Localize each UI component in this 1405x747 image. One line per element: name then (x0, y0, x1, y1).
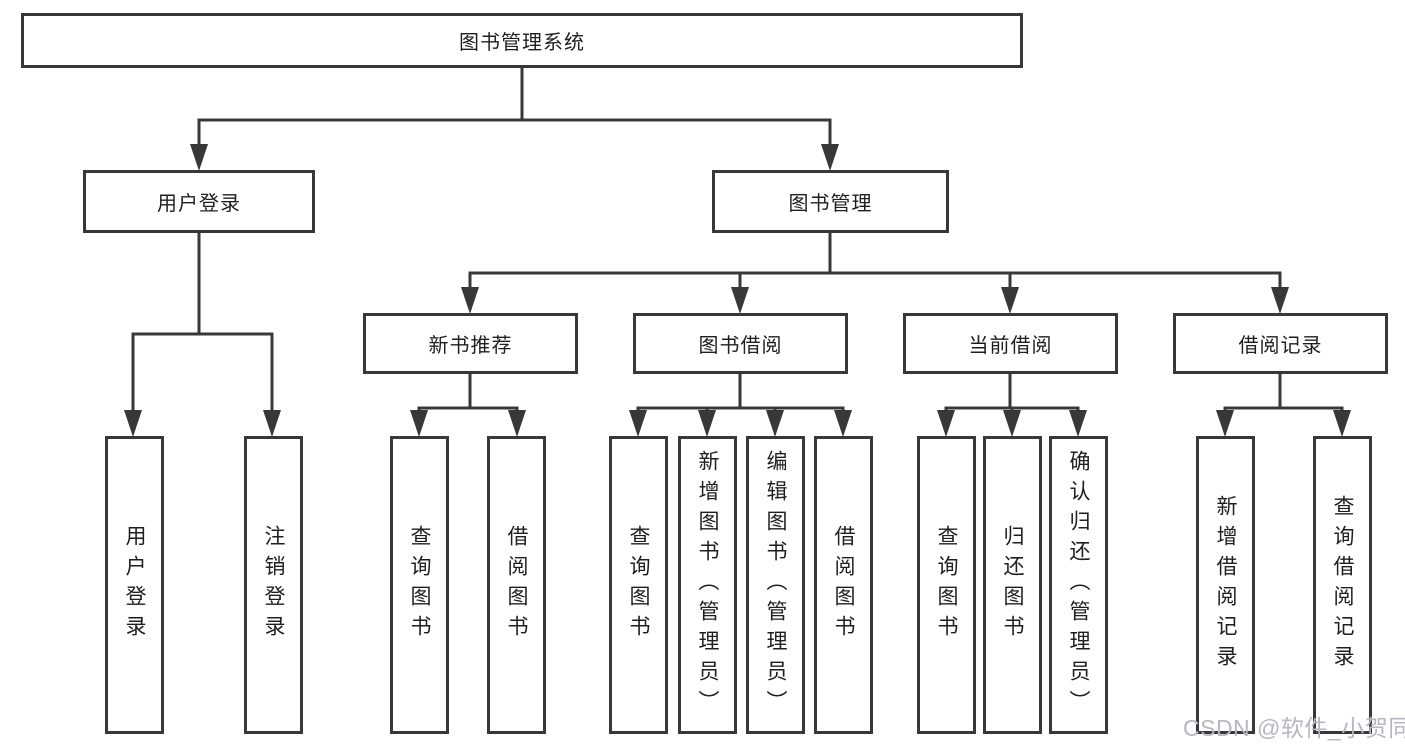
leaf-current-query-book: 查询图书 (917, 436, 976, 734)
watermark: CSDN @软件_小贺同学 (1183, 715, 1405, 741)
arrow-head (766, 410, 784, 437)
arrow-head (937, 410, 955, 437)
leaf-borrow-query-book: 查询图书 (609, 436, 668, 734)
node-new-book-recommend: 新书推荐 (363, 313, 578, 374)
arrow-head (190, 144, 208, 171)
node-current-borrow: 当前借阅 (903, 313, 1118, 374)
node-book-management: 图书管理 (712, 170, 949, 233)
leaf-confirm-return-admin: 确认归还（管理员） (1049, 436, 1108, 734)
connector-current-borrow-children (937, 372, 1087, 437)
leaf-recommend-query-book: 查询图书 (390, 436, 449, 734)
leaf-recommend-borrow-book: 借阅图书 (487, 436, 546, 734)
arrow-head (1333, 410, 1351, 437)
arrow-head (508, 410, 526, 437)
leaf-user-login: 用户登录 (105, 436, 164, 734)
arrow-head (461, 287, 479, 314)
arrow-head (410, 410, 428, 437)
connector-root-to-level2 (190, 64, 839, 171)
connector-book-borrow-children (629, 372, 852, 437)
leaf-logout: 注销登录 (244, 436, 303, 734)
node-borrow-record: 借阅记录 (1173, 313, 1388, 374)
node-root: 图书管理系统 (21, 13, 1023, 68)
arrow-head (1216, 410, 1234, 437)
connector-user-login-children (124, 231, 281, 437)
arrow-head (821, 144, 839, 171)
leaf-edit-book-admin: 编辑图书（管理员） (746, 436, 805, 734)
arrow-head (629, 410, 647, 437)
leaf-borrow-book: 借阅图书 (814, 436, 873, 734)
leaf-query-borrow-record: 查询借阅记录 (1313, 436, 1372, 734)
arrow-head (263, 410, 281, 437)
arrow-head (1001, 287, 1019, 314)
arrow-head (1271, 287, 1289, 314)
leaf-add-book-admin: 新增图书（管理员） (678, 436, 737, 734)
arrow-head (731, 287, 749, 314)
leaf-add-borrow-record: 新增借阅记录 (1196, 436, 1255, 734)
connector-borrow-record-children (1216, 372, 1351, 437)
arrow-head (834, 410, 852, 437)
node-book-borrow: 图书借阅 (633, 313, 848, 374)
arrow-head (1003, 410, 1021, 437)
arrow-head (1069, 410, 1087, 437)
arrow-head (124, 410, 142, 437)
connector-book-management-children (461, 231, 1289, 314)
leaf-return-book: 归还图书 (983, 436, 1042, 734)
arrow-head (698, 410, 716, 437)
node-user-login: 用户登录 (83, 170, 315, 233)
connector-new-book-children (410, 372, 526, 437)
